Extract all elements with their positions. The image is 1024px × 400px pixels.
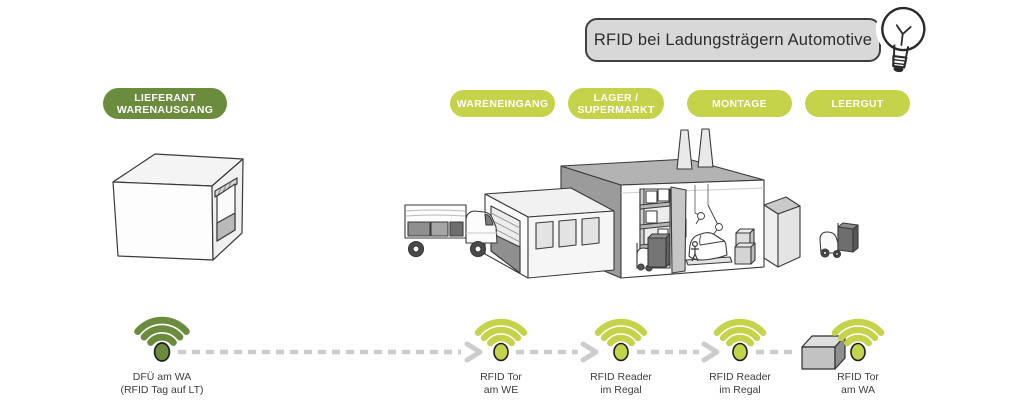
stage-pill-leergut: LEERGUT [805, 90, 910, 117]
partition-wall [671, 187, 686, 273]
flow-arrow-1 [178, 341, 483, 363]
stage-pill-lager-supermarkt: LAGER / SUPERMARKT [568, 88, 664, 119]
warehouse-forklift-icon [637, 234, 670, 271]
stage-pill-montage: MONTAGE [687, 90, 792, 117]
rfid-signal-icon-tor-wa [831, 318, 885, 362]
rfid-point-label-reader-regal-2: RFID Reader im Regal [709, 371, 771, 396]
leergut-forklift-icon [820, 223, 858, 258]
title-banner: RFID bei Ladungsträgern Automotive [585, 18, 881, 62]
factory-process-illustration [390, 125, 870, 295]
rfid-point-label-tor-we: RFID Tor am WE [480, 371, 522, 396]
roller-door [491, 206, 520, 273]
lightbulb-icon [875, 1, 931, 77]
page-title: RFID bei Ladungsträgern Automotive [593, 30, 873, 49]
warehouse-building [113, 154, 243, 260]
rfid-point-label-tor-wa: RFID Tor am WA [837, 371, 879, 396]
montage-box-stack [735, 229, 755, 264]
assembly-robots [695, 184, 723, 235]
rfid-signal-icon-dfue-wa [134, 316, 190, 362]
rfid-signal-icon-tor-we [474, 318, 528, 362]
stage-pill-wareneingang: WARENEINGANG [450, 90, 555, 117]
delivery-truck-icon [405, 205, 497, 257]
rfid-point-label-dfue-wa: DFÜ am WA (RFID Tag auf LT) [120, 371, 204, 396]
rfid-signal-icon-reader-regal-2 [713, 318, 767, 362]
door-lintel [215, 178, 237, 197]
stage-pill-lieferant-warenausgang: LIEFERANT WARENAUSGANG [103, 88, 227, 119]
worker-figure [691, 242, 699, 261]
assembly-car [686, 233, 732, 265]
chimneys [677, 129, 713, 169]
flow-arrow-3 [637, 341, 720, 363]
annex-building [764, 197, 800, 267]
rfid-flow-diagram [134, 316, 885, 370]
goods-receiving-building [485, 188, 614, 278]
rfid-signal-icon-reader-regal-1 [594, 318, 648, 362]
rfid-point-label-reader-regal-1: RFID Reader im Regal [590, 371, 652, 396]
supplier-warehouse-illustration [105, 135, 270, 285]
flow-arrow-2 [516, 341, 599, 363]
windows [536, 218, 599, 250]
parcel-box-icon [801, 335, 846, 370]
